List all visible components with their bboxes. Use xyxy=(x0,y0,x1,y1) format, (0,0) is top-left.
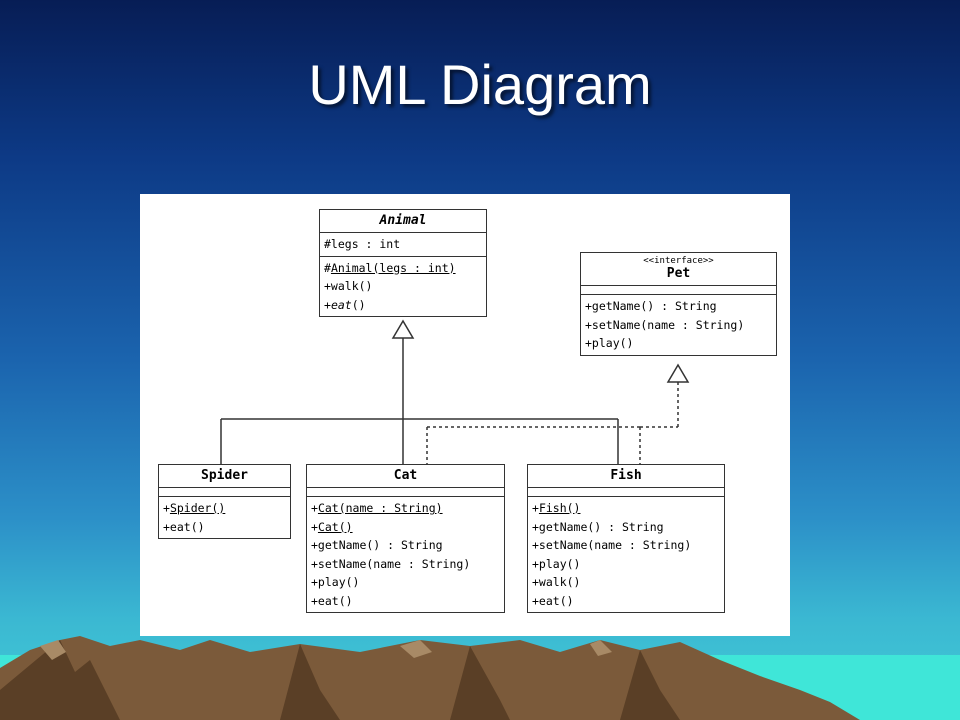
realization-arrowhead xyxy=(666,363,690,383)
cat-method: +getName() : String xyxy=(311,538,443,552)
pet-operations: +getName() : String +setName(name : Stri… xyxy=(581,295,776,355)
fish-attributes xyxy=(528,488,724,497)
cat-class-header: Cat xyxy=(307,465,504,488)
spider-operations: +Spider() +eat() xyxy=(159,497,290,538)
animal-method: +walk() xyxy=(324,279,373,293)
cat-operations: +Cat(name : String) +Cat() +getName() : … xyxy=(307,497,504,612)
cat-method: +play() xyxy=(311,575,360,589)
pet-interface-name: Pet xyxy=(666,266,691,281)
pet-attributes xyxy=(581,286,776,295)
mountain-shadow xyxy=(0,640,680,720)
cat-constructor: +Cat() xyxy=(311,519,353,534)
pet-stereotype: <<interface>> xyxy=(643,256,714,266)
fish-constructor: +Fish() xyxy=(532,501,581,515)
spider-attributes xyxy=(159,488,290,497)
animal-abstract-method: +eat() xyxy=(324,297,366,312)
cat-method: +eat() xyxy=(311,593,353,608)
cat-attributes xyxy=(307,488,504,497)
spider-class-header: Spider xyxy=(159,465,290,488)
fish-class-header: Fish xyxy=(528,465,724,488)
fish-operations: +Fish() +getName() : String +setName(nam… xyxy=(528,497,724,612)
pet-interface-header: <<interface>> Pet xyxy=(581,253,776,286)
spider-method: +eat() xyxy=(163,519,205,534)
animal-attributes: #legs : int xyxy=(320,233,486,257)
fish-class-name: Fish xyxy=(610,468,642,483)
fish-method: +setName(name : String) xyxy=(532,538,692,552)
fish-method: +eat() xyxy=(532,593,574,608)
spider-class-name: Spider xyxy=(201,468,248,483)
fish-method: +walk() xyxy=(532,575,581,589)
cat-method: +setName(name : String) xyxy=(311,556,471,571)
animal-constructor: #Animal(legs : int) xyxy=(324,260,456,275)
animal-operations: #Animal(legs : int) +walk() +eat() xyxy=(320,257,486,317)
inheritance-arrowhead xyxy=(391,319,415,339)
cat-class-name: Cat xyxy=(393,468,418,483)
cat-constructor: +Cat(name : String) xyxy=(311,501,443,515)
animal-class: Animal #legs : int #Animal(legs : int) +… xyxy=(319,209,487,317)
mountain-range xyxy=(0,636,860,720)
inheritance-line xyxy=(220,338,619,464)
spider-constructor: +Spider() xyxy=(163,501,226,515)
cat-class: Cat +Cat(name : String) +Cat() +getName(… xyxy=(306,464,505,613)
pet-interface: <<interface>> Pet +getName() : String +s… xyxy=(580,252,777,356)
fish-method: +play() xyxy=(532,556,581,571)
animal-class-name: Animal xyxy=(379,213,427,228)
animal-class-header: Animal xyxy=(320,210,486,233)
pet-method: +setName(name : String) xyxy=(585,317,745,332)
fish-method: +getName() : String xyxy=(532,519,664,534)
pet-method: +play() xyxy=(585,336,634,350)
pet-method: +getName() : String xyxy=(585,299,717,313)
realization-line xyxy=(426,382,679,464)
slide-title: UML Diagram xyxy=(308,53,652,116)
uml-diagram-panel: Animal #legs : int #Animal(legs : int) +… xyxy=(140,194,790,636)
spider-class: Spider +Spider() +eat() xyxy=(158,464,291,539)
fish-class: Fish +Fish() +getName() : String +setNam… xyxy=(527,464,725,613)
animal-attribute: #legs : int xyxy=(324,237,401,251)
uml-connectors xyxy=(220,319,690,464)
